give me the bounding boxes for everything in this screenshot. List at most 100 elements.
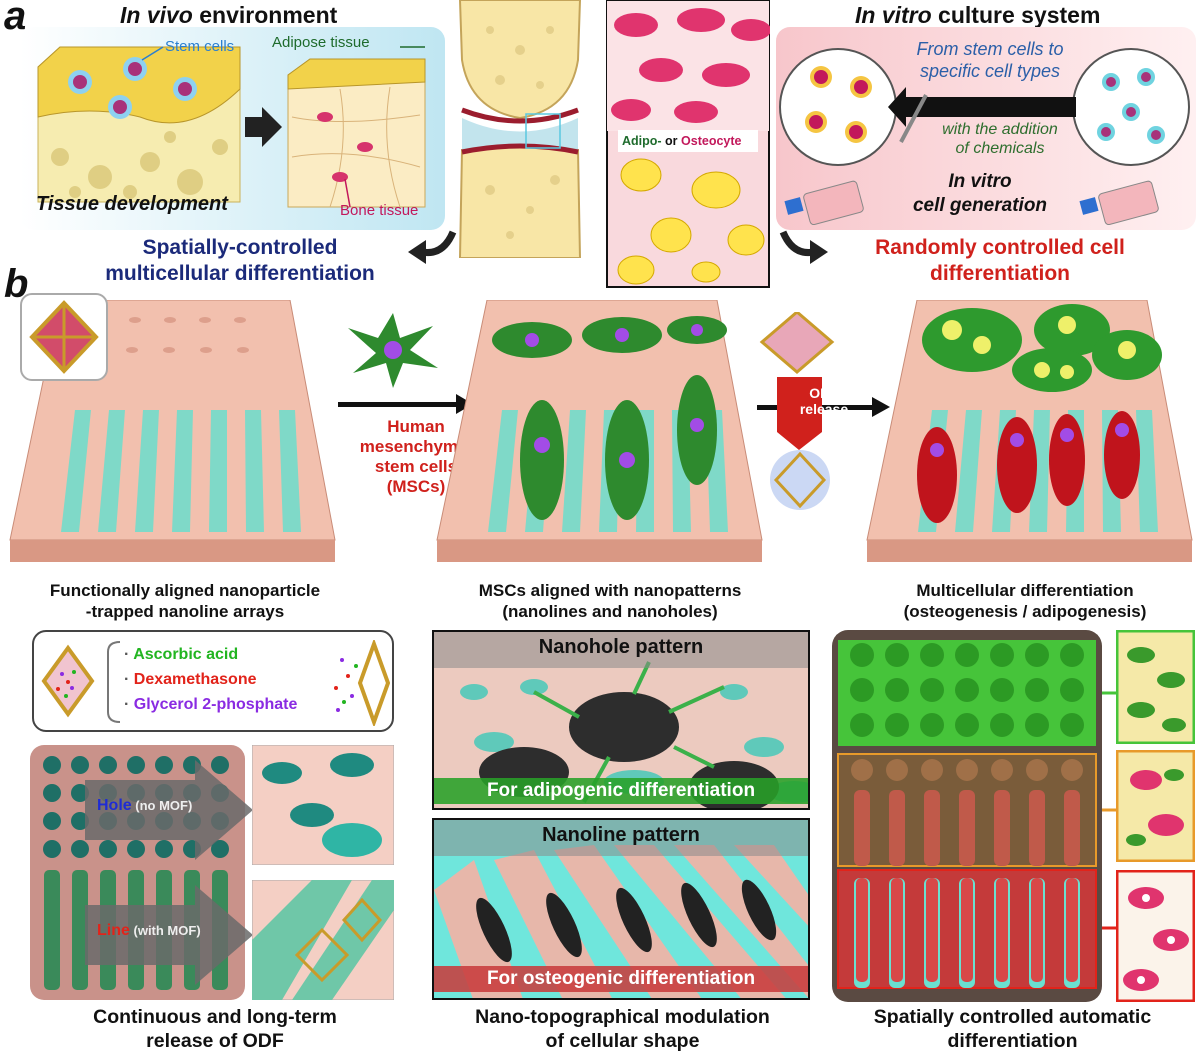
generation-line-2: cell generation xyxy=(912,195,1048,216)
spatially-controlled-heading: Spatially-controlled multicellular diffe… xyxy=(70,235,410,287)
knee-joint-illustration xyxy=(458,0,582,258)
in-vitro-title-italic: In vitro xyxy=(855,2,932,28)
in-vivo-title: In vivo environment xyxy=(120,2,337,29)
in-vitro-title: In vitro culture system xyxy=(855,2,1100,29)
adipocyte-thumbnail xyxy=(1116,630,1195,744)
odf-label-line-2: release xyxy=(799,401,849,417)
bottom-caption-2-line-2: of cellular shape xyxy=(545,1030,700,1052)
line-label: Line (with MOF) xyxy=(97,922,201,940)
osteo-label: Osteocyte xyxy=(681,134,742,148)
or-label: or xyxy=(661,134,682,148)
caption-3-line-2: (osteogenesis / adipogenesis) xyxy=(903,602,1147,621)
mixed-cell-thumbnail xyxy=(1116,750,1195,862)
osteogenic-zone xyxy=(837,869,1097,989)
bottom-caption-1-line-1: Continuous and long-term xyxy=(93,1006,337,1028)
differentiated-substrate xyxy=(866,300,1193,562)
in-vitro-illustration xyxy=(776,27,1196,230)
in-vivo-illustration xyxy=(20,27,445,230)
transition-zone xyxy=(837,753,1097,867)
bottom-caption-3-line-1: Spatially controlled automatic xyxy=(873,1006,1152,1028)
spatial-line-2: multicellular differentiation xyxy=(105,262,375,285)
hole-rest: (no MOF) xyxy=(131,798,193,813)
line-callout-arrow xyxy=(85,885,253,985)
adipo-label: Adipo- xyxy=(622,134,662,148)
bracket-icon xyxy=(107,641,121,723)
nanoline-title: Nanoline pattern xyxy=(542,824,700,846)
hole-word: Hole xyxy=(97,797,132,814)
from-stem-line-2: specific cell types xyxy=(919,61,1061,81)
nanohole-panel: Nanohole pattern For adipogenic differen… xyxy=(432,630,810,810)
addition-line-2: of chemicals xyxy=(955,140,1045,157)
stem-cell-icons xyxy=(68,57,197,119)
adipogenic-banner: For adipogenic differentiation xyxy=(434,778,808,804)
culture-flask-right xyxy=(1079,180,1159,226)
in-vivo-title-italic: In vivo xyxy=(120,2,193,28)
msc-label-line-2: mesenchymal xyxy=(359,437,473,456)
mof-release-corner-icon xyxy=(334,640,390,726)
tissue-development-label: Tissue development xyxy=(36,193,228,215)
curved-arrow-right xyxy=(779,230,828,264)
chemical-glycerol: · Glycerol 2-phosphate xyxy=(124,696,298,713)
bottom-caption-topography: Nano-topographical modulation of cellula… xyxy=(430,1005,815,1053)
msc-aligned-substrate xyxy=(436,300,763,562)
msc-label: Human mesenchymal stem cells (MSCs) xyxy=(356,417,476,497)
stem-cells-label: Stem cells xyxy=(165,38,235,55)
odf-label-line-1: ODF xyxy=(809,385,839,401)
osteocyte-thumbnail xyxy=(1116,870,1195,1002)
mof-octahedron-icon xyxy=(29,300,99,374)
bottom-caption-odf: Continuous and long-term release of ODF xyxy=(30,1005,400,1053)
line-rest: (with MOF) xyxy=(129,923,201,938)
hole-callout-arrow xyxy=(85,760,253,860)
mof-half-icon xyxy=(41,644,95,718)
caption-nanoline-arrays: Functionally aligned nanoparticle -trapp… xyxy=(20,580,350,622)
arrow-odf-release xyxy=(757,312,890,510)
odf-label: ODF release xyxy=(780,385,868,417)
nanoline-panel: Nanoline pattern For osteogenic differen… xyxy=(432,818,810,1000)
panel-a-letter: a xyxy=(4,0,27,38)
bottom-caption-3-line-2: differentiation xyxy=(947,1030,1078,1052)
hole-label: Hole (no MOF) xyxy=(97,797,192,815)
mof-released-icon xyxy=(770,450,830,510)
chemical-list: · Ascorbic acid · Dexamethasone · Glycer… xyxy=(124,642,297,717)
randomly-controlled-heading: Randomly controlled cell differentiation xyxy=(830,235,1170,287)
caption-1-line-1: Functionally aligned nanoparticle xyxy=(49,581,321,600)
hole-zoom-view xyxy=(252,745,394,865)
adipo-osteo-zoom xyxy=(606,0,770,288)
addition-text: with the addition of chemicals xyxy=(925,120,1075,158)
curved-arrow-left xyxy=(408,230,457,264)
bottom-caption-1-line-2: release of ODF xyxy=(146,1030,284,1052)
caption-3-line-1: Multicellular differentiation xyxy=(916,581,1134,600)
osteogenic-cell-icons xyxy=(476,879,777,963)
bottom-caption-2-line-1: Nano-topographical modulation xyxy=(475,1006,770,1028)
spatial-line-1: Spatially-controlled xyxy=(142,236,338,259)
culture-flask-left xyxy=(784,180,864,226)
random-line-2: differentiation xyxy=(930,262,1070,285)
in-vitro-title-rest: culture system xyxy=(931,2,1101,28)
differentiated-cell-icons xyxy=(805,66,872,143)
zone-connectors xyxy=(1102,691,1118,930)
stem-cell-culture-icons xyxy=(1097,68,1165,144)
in-vivo-title-rest: environment xyxy=(192,2,338,28)
bone-tissue-label: Bone tissue xyxy=(340,202,419,219)
mof-octahedron-small-icon xyxy=(759,312,835,374)
generation-line-1: In vitro xyxy=(948,171,1012,192)
osteogenic-banner: For osteogenic differentiation xyxy=(434,966,808,992)
bone-cell-icons xyxy=(317,112,373,182)
caption-multicellular: Multicellular differentiation (osteogene… xyxy=(860,580,1190,622)
caption-msc-aligned: MSCs aligned with nanopatterns (nanoline… xyxy=(450,580,770,622)
msc-cell-icon xyxy=(348,313,438,388)
nanohole-title: Nanohole pattern xyxy=(538,636,704,658)
adipo-osteo-label: Adipo- or Osteocyte xyxy=(622,134,741,148)
spatial-differentiation-substrate xyxy=(832,630,1102,1002)
bottom-caption-spatial: Spatially controlled automatic different… xyxy=(830,1005,1195,1053)
nanoline-grooves xyxy=(61,410,301,532)
chemical-ascorbic: · Ascorbic acid xyxy=(124,646,239,663)
adipocyte-icons xyxy=(922,304,1162,392)
msc-label-line-1: Human xyxy=(387,417,445,436)
caption-1-line-2: -trapped nanoline arrays xyxy=(85,602,285,621)
chemical-dexamethasone: · Dexamethasone xyxy=(124,671,257,688)
cell-generation-text: In vitro cell generation xyxy=(900,170,1060,218)
msc-label-line-3: stem cells xyxy=(374,457,458,476)
osteocyte-icons xyxy=(917,411,1140,523)
line-word: Line xyxy=(97,922,130,939)
